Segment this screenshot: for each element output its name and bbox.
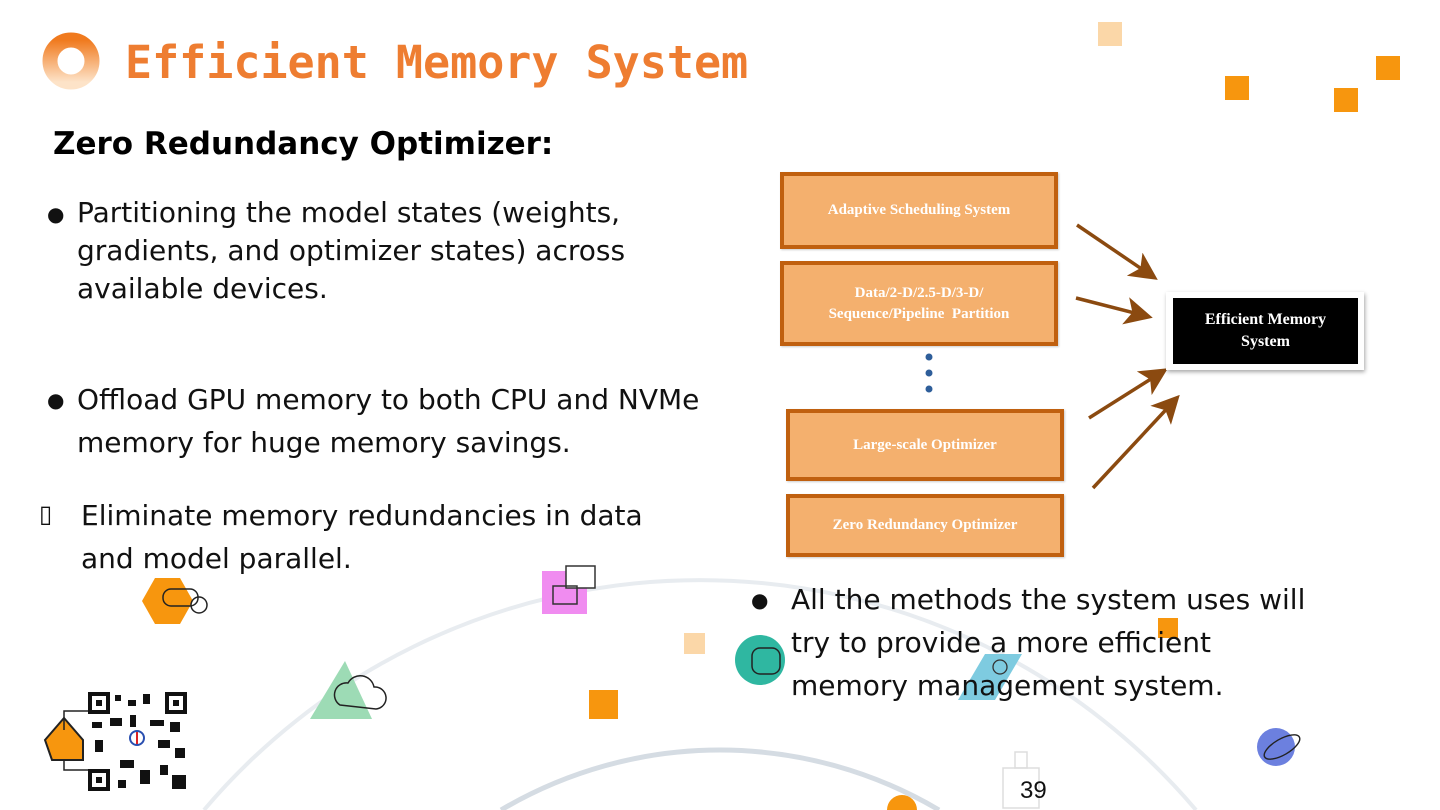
planet-icon bbox=[1257, 728, 1301, 766]
box-label: Data/2-D/2.5-D/3-D/ bbox=[854, 284, 984, 301]
bullet-eliminate: ▯ Eliminate memory redundancies in data … bbox=[39, 494, 643, 580]
page-number: 39 bbox=[1020, 777, 1047, 804]
bullet-offload: ● Offload GPU memory to both CPU and NVM… bbox=[47, 378, 700, 464]
bullet-line: All the methods the system uses will bbox=[791, 583, 1306, 616]
diagram-box-large-scale-optimizer: Large-scale Optimizer bbox=[786, 409, 1064, 481]
target-label: System bbox=[1241, 333, 1290, 350]
bullet-line: and model parallel. bbox=[81, 542, 352, 575]
box-label: Sequence/Pipeline Partition bbox=[828, 305, 1010, 322]
bullet-marker: ● bbox=[47, 202, 65, 226]
cloud-sync-icon bbox=[310, 661, 387, 719]
diagram-box-zero-redundancy-optimizer: Zero Redundancy Optimizer bbox=[786, 494, 1064, 557]
bullet-line: Partitioning the model states (weights, bbox=[77, 196, 621, 229]
bullet-marker: ▯ bbox=[39, 500, 53, 528]
bullet-line: available devices. bbox=[77, 272, 328, 305]
target-label: Efficient Memory bbox=[1204, 311, 1327, 328]
robot-icon bbox=[735, 635, 785, 685]
bullet-summary: ● All the methods the system uses will t… bbox=[751, 578, 1306, 707]
bullet-line: Offload GPU memory to both CPU and NVMe bbox=[77, 383, 700, 416]
home-chat-icon bbox=[43, 710, 88, 771]
slide-title: Efficient Memory System bbox=[125, 36, 749, 89]
diagram-box-partition: Data/2-D/2.5-D/3-D/Sequence/Pipeline Par… bbox=[780, 261, 1058, 346]
bullet-marker: ● bbox=[47, 388, 65, 412]
building-icon bbox=[1002, 751, 1040, 809]
bullet-marker: ● bbox=[751, 588, 769, 612]
bullet-line: try to provide a more efficient bbox=[791, 626, 1211, 659]
decor-square bbox=[1334, 88, 1358, 112]
bullet-line: gradients, and optimizer states) across bbox=[77, 234, 626, 267]
decor-square bbox=[684, 633, 705, 654]
box-label: Large-scale Optimizer bbox=[853, 436, 997, 453]
bullet-partitioning: ● Partitioning the model states (weights… bbox=[47, 194, 626, 308]
section-heading: Zero Redundancy Optimizer: bbox=[53, 126, 554, 162]
bullet-line: Eliminate memory redundancies in data bbox=[81, 499, 643, 532]
qr-code bbox=[88, 692, 187, 791]
box-label: Zero Redundancy Optimizer bbox=[832, 517, 1018, 533]
chat-icon bbox=[542, 565, 596, 614]
decor-square bbox=[589, 690, 618, 719]
decor-square bbox=[1376, 56, 1400, 80]
diagram-box-adaptive-scheduling: Adaptive Scheduling System bbox=[780, 172, 1058, 249]
background-arc-inner bbox=[499, 747, 941, 810]
box-label: Adaptive Scheduling System bbox=[827, 202, 1011, 218]
gamepad-icon bbox=[142, 578, 208, 624]
arrow-large-scale-to-target bbox=[1088, 368, 1168, 420]
arrow-adaptive-to-target bbox=[1076, 223, 1158, 280]
decor-square bbox=[1158, 618, 1178, 638]
network-tree-icon bbox=[958, 654, 1022, 700]
ellipsis-dots bbox=[925, 353, 933, 393]
decor-square bbox=[1098, 22, 1122, 46]
decor-square bbox=[1225, 76, 1249, 100]
title-ring-icon bbox=[42, 32, 100, 90]
decor-dot bbox=[887, 795, 917, 810]
bullet-line: memory for huge memory savings. bbox=[77, 426, 571, 459]
arrow-zero-redundancy-to-target bbox=[1091, 394, 1180, 490]
bullet-line: memory management system. bbox=[791, 669, 1224, 702]
arrow-partition-to-target bbox=[1075, 296, 1153, 325]
